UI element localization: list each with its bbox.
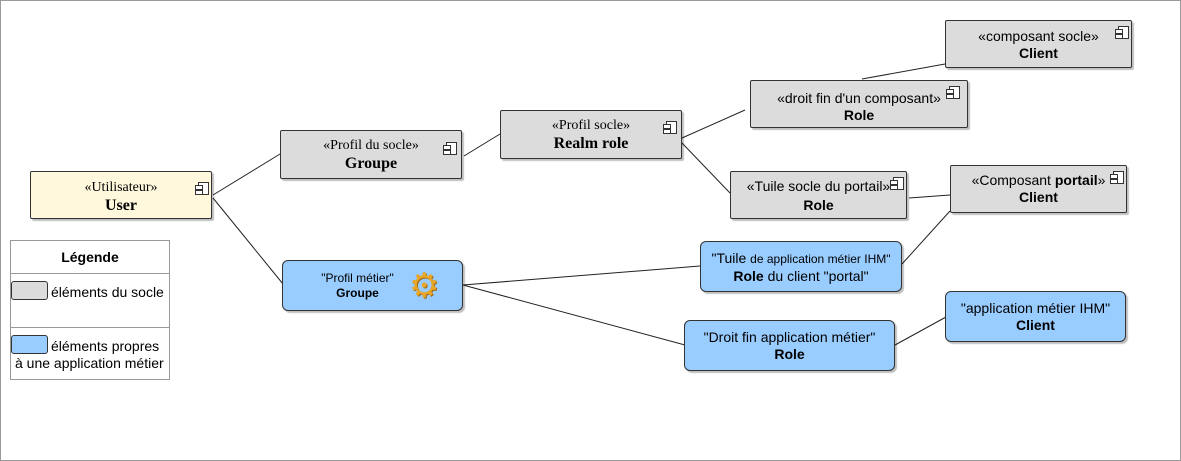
node-role-droit-fin-name: Role (843, 107, 875, 123)
node-role-tuile-socle-name: Role (803, 197, 834, 213)
node-tuile-app-line1: "Tuile de application métier IHM" (701, 250, 901, 268)
node-client-socle[interactable]: «composant socle» Client (945, 20, 1132, 68)
node-realm-role[interactable]: «Profil socle» Realm role (500, 110, 682, 159)
legend: Légende éléments du socle éléments propr… (10, 240, 170, 380)
legend-swatch-socle (11, 281, 48, 300)
node-groupe-socle-stereotype: «Profil du socle» (323, 138, 419, 153)
link-realm-role-droit-fin (681, 109, 746, 139)
gear-icon: ⚙ (409, 266, 440, 306)
component-icon (663, 121, 677, 134)
node-tuile-app[interactable]: "Tuile de application métier IHM" Role d… (700, 241, 902, 292)
node-groupe-metier[interactable]: "Profil métier" Groupe ⚙ (282, 260, 463, 311)
component-icon (195, 182, 209, 195)
node-client-app-name: Client (1016, 317, 1055, 333)
node-user[interactable]: «Utilisateur» User (30, 171, 212, 219)
stereotype-prefix: «Composant (971, 172, 1055, 188)
legend-swatch-metier (11, 335, 48, 354)
link-tuile-app-client-portail (901, 210, 951, 265)
node-client-portail-stereotype: «Composant portail» (951, 172, 1126, 189)
node-realm-role-name: Realm role (553, 135, 629, 152)
node-groupe-metier-stereotype: "Profil métier" (321, 271, 394, 285)
link-realm-role-tuile-socle (681, 142, 731, 194)
node-role-droit-fin-stereotype: «droit fin d'un composant» (777, 90, 941, 106)
node-realm-role-stereotype: «Profil socle» (551, 118, 631, 133)
node-role-droit-fin[interactable]: «droit fin d'un composant» Role (750, 80, 968, 128)
component-icon (890, 177, 904, 190)
legend-item-metier: éléments propres à une application métie… (11, 328, 169, 381)
stereotype-bold: portail (1054, 172, 1098, 188)
node-user-name: User (105, 197, 137, 214)
node-droit-fin-app-stereotype: "Droit fin application métier" (703, 329, 876, 345)
node-role-tuile-socle[interactable]: «Tuile socle du portail» Role (730, 171, 907, 219)
legend-title: Légende (11, 241, 169, 274)
tuile-app-line2-bold: Role (733, 268, 764, 284)
node-client-socle-stereotype: «composant socle» (978, 28, 1099, 44)
node-groupe-socle-name: Groupe (344, 155, 398, 172)
legend-item-socle: éléments du socle (11, 274, 169, 328)
node-client-portail-name: Client (1019, 189, 1058, 205)
link-droit-fin-client-socle (861, 63, 946, 80)
component-icon (443, 142, 457, 155)
legend-label-metier: éléments propres à une application métie… (15, 338, 164, 371)
tuile-app-line1-a: "Tuile (711, 250, 751, 266)
node-droit-fin-app-name: Role (774, 346, 805, 362)
node-role-tuile-socle-stereotype: «Tuile socle du portail» (746, 178, 891, 194)
link-user-groupe-socle (212, 153, 281, 196)
link-tuile-socle-client-portail (908, 194, 951, 199)
node-groupe-socle[interactable]: «Profil du socle» Groupe (280, 130, 462, 179)
link-groupe-socle-realm-role (463, 133, 501, 157)
node-groupe-metier-name: Groupe (336, 286, 379, 300)
node-client-socle-name: Client (1019, 45, 1058, 61)
node-client-app-stereotype: "application métier IHM" (960, 300, 1111, 316)
component-icon (1115, 26, 1129, 39)
node-client-app[interactable]: "application métier IHM" Client (945, 291, 1126, 342)
node-client-portail[interactable]: «Composant portail» Client (950, 165, 1127, 213)
stereotype-suffix: » (1097, 172, 1106, 188)
link-groupe-metier-tuile-app (462, 265, 701, 286)
link-droit-fin-app-client-app (894, 316, 947, 346)
tuile-app-line2-rest: du client "portal" (763, 268, 869, 284)
tuile-app-line1-b: de application métier IHM" (750, 252, 891, 266)
component-icon (946, 86, 960, 99)
node-user-stereotype: «Utilisateur» (84, 180, 158, 195)
component-icon (1110, 171, 1124, 184)
node-tuile-app-line2: Role du client "portal" (701, 268, 901, 285)
link-user-groupe-metier (212, 197, 284, 285)
node-droit-fin-app[interactable]: "Droit fin application métier" Role (684, 320, 895, 371)
link-groupe-metier-droit-fin-app (462, 284, 686, 346)
legend-label-socle: éléments du socle (51, 284, 164, 300)
